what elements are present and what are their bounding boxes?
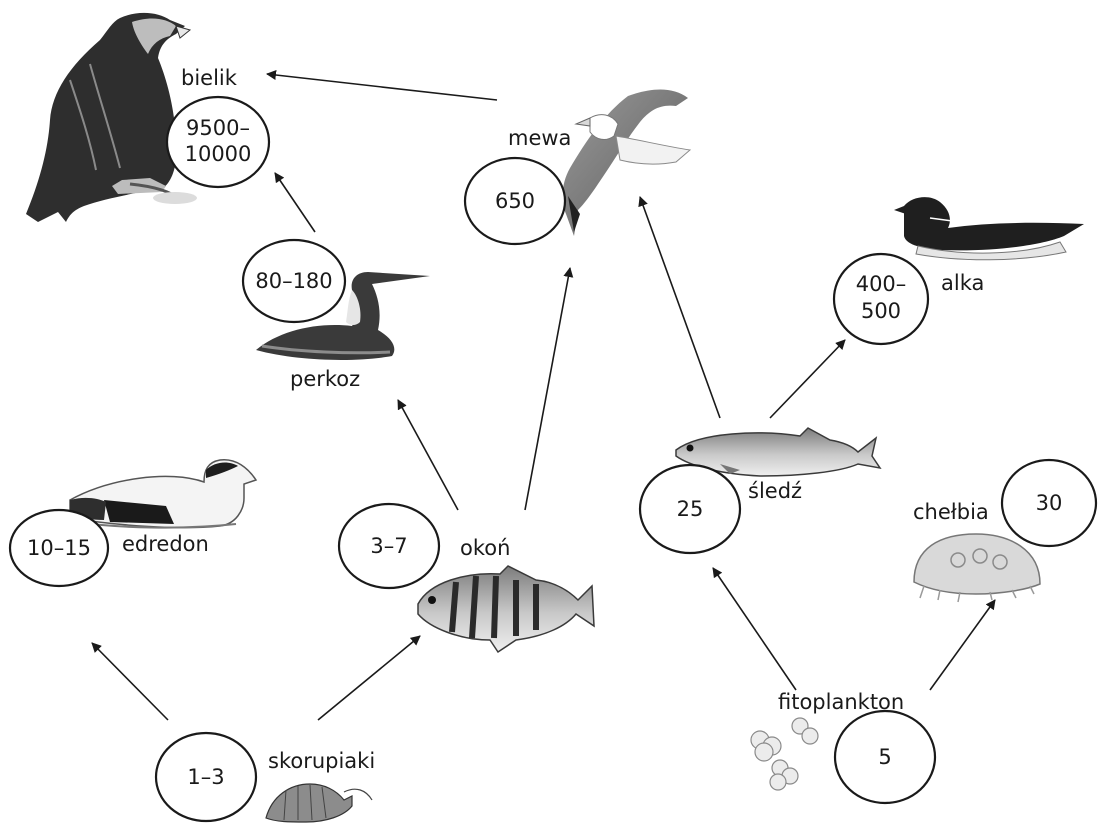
node-edredon: 10–15 edredon: [8, 508, 209, 588]
arrow-fitoplankton-sledz: [712, 567, 797, 691]
arrow-skorupiaki-edredon: [91, 642, 169, 721]
node-mewa: mewa 650: [463, 126, 571, 246]
jellyfish-icon: [913, 533, 1041, 603]
eagle-icon: [26, 12, 197, 222]
grebe-icon: [256, 272, 430, 360]
arrow-okon-mewa: [524, 267, 574, 511]
value-alka-line2: 500: [861, 299, 901, 323]
crustacean-icon: [265, 783, 373, 823]
arrow-sledz-mewa: [638, 196, 721, 419]
label-skorupiaki: skorupiaki: [268, 749, 375, 773]
value-ring-alka: [832, 252, 930, 346]
node-okon: 3–7 okoń: [337, 502, 510, 590]
value-ring-chelbia: [1000, 458, 1098, 548]
value-fitoplankton: 5: [878, 745, 891, 769]
eider-duck-icon: [69, 459, 258, 529]
value-sledz: 25: [677, 497, 704, 521]
label-edredon: edredon: [122, 532, 209, 556]
value-ring-bielik: [165, 95, 271, 189]
node-bielik: bielik 9500– 10000: [165, 66, 271, 189]
label-okon: okoń: [460, 536, 510, 560]
label-perkoz: perkoz: [290, 367, 360, 391]
arrow-fitoplankton-chelbia: [929, 599, 996, 691]
value-ring-edredon: [8, 508, 110, 588]
node-skorupiaki: 1–3 skorupiaki: [154, 731, 375, 823]
food-web-arrows: [91, 70, 996, 721]
value-perkoz: 80–180: [255, 269, 332, 293]
value-bielik-line1: 9500–: [186, 116, 250, 140]
arrow-skorupiaki-okon: [317, 635, 421, 721]
value-okon: 3–7: [370, 534, 407, 558]
value-chelbia: 30: [1036, 491, 1063, 515]
node-sledz: 25 śledź: [638, 463, 802, 555]
arrow-perkoz-bielik: [274, 172, 316, 233]
node-perkoz: 80–180 perkoz: [241, 238, 360, 391]
razorbill-icon: [894, 197, 1084, 261]
perch-fish-icon: [417, 565, 595, 654]
value-skorupiaki: 1–3: [187, 765, 224, 789]
arrow-sledz-alka: [769, 339, 846, 419]
label-bielik: bielik: [181, 66, 238, 90]
herring-fish-icon: [675, 427, 882, 477]
value-ring-mewa: [463, 156, 567, 246]
node-alka: 400– 500 alka: [832, 252, 984, 346]
value-alka-line1: 400–: [856, 272, 907, 296]
label-chelbia: chełbia: [913, 500, 989, 524]
value-bielik-line2: 10000: [185, 142, 252, 166]
gull-icon: [562, 89, 692, 236]
value-mewa: 650: [495, 189, 535, 213]
phytoplankton-icon: [750, 717, 819, 791]
arrow-okon-perkoz: [397, 399, 459, 511]
node-chelbia: chełbia 30: [913, 458, 1098, 548]
value-edredon: 10–15: [27, 536, 91, 560]
label-sledz: śledź: [748, 479, 802, 503]
value-ring-sledz: [638, 463, 742, 555]
value-ring-skorupiaki: [154, 731, 258, 823]
value-ring-perkoz: [241, 238, 347, 324]
label-mewa: mewa: [508, 126, 571, 150]
label-alka: alka: [941, 271, 984, 295]
arrow-mewa-bielik: [266, 70, 498, 101]
value-ring-fitoplankton: [833, 709, 937, 805]
node-fitoplankton: fitoplankton 5: [778, 690, 937, 805]
value-ring-okon: [337, 502, 441, 590]
